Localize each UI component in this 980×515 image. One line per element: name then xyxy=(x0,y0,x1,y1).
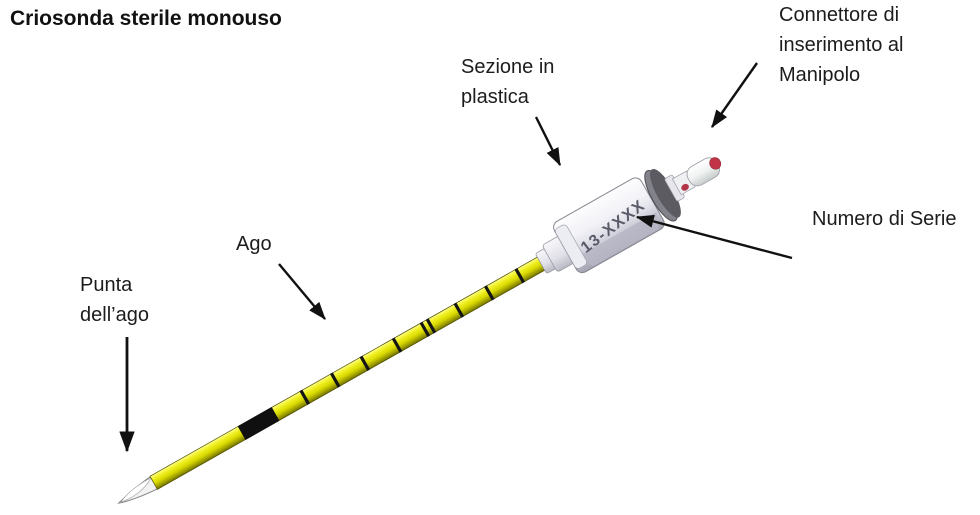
plastic-body-end-facet xyxy=(555,224,587,269)
depth-rings xyxy=(299,268,526,405)
label-plastic-section: Sezione in plastica xyxy=(461,56,555,108)
label-needle-tip: Punta dell’ago xyxy=(80,274,149,326)
arrow-plastic-section xyxy=(534,116,562,167)
flange-disc xyxy=(650,168,681,218)
cryoprobe-assembly: 13-XXXX xyxy=(117,157,722,505)
connector-red-mark xyxy=(681,183,689,191)
needle-shaft xyxy=(149,256,547,490)
arrow-serial-number xyxy=(635,214,793,260)
label-needle: Ago xyxy=(236,233,272,255)
connector-red-tip xyxy=(709,157,722,170)
page-title: Criosonda sterile monouso xyxy=(10,7,282,30)
depth-band-thick xyxy=(237,406,280,440)
callout-arrows xyxy=(119,62,793,453)
label-serial-number: Numero di Serie xyxy=(812,208,957,230)
label-handpiece-connector: Connettore di inserimento al Manipolo xyxy=(779,4,904,86)
arrow-needle xyxy=(278,263,326,320)
arrow-handpiece-connector xyxy=(711,62,758,128)
